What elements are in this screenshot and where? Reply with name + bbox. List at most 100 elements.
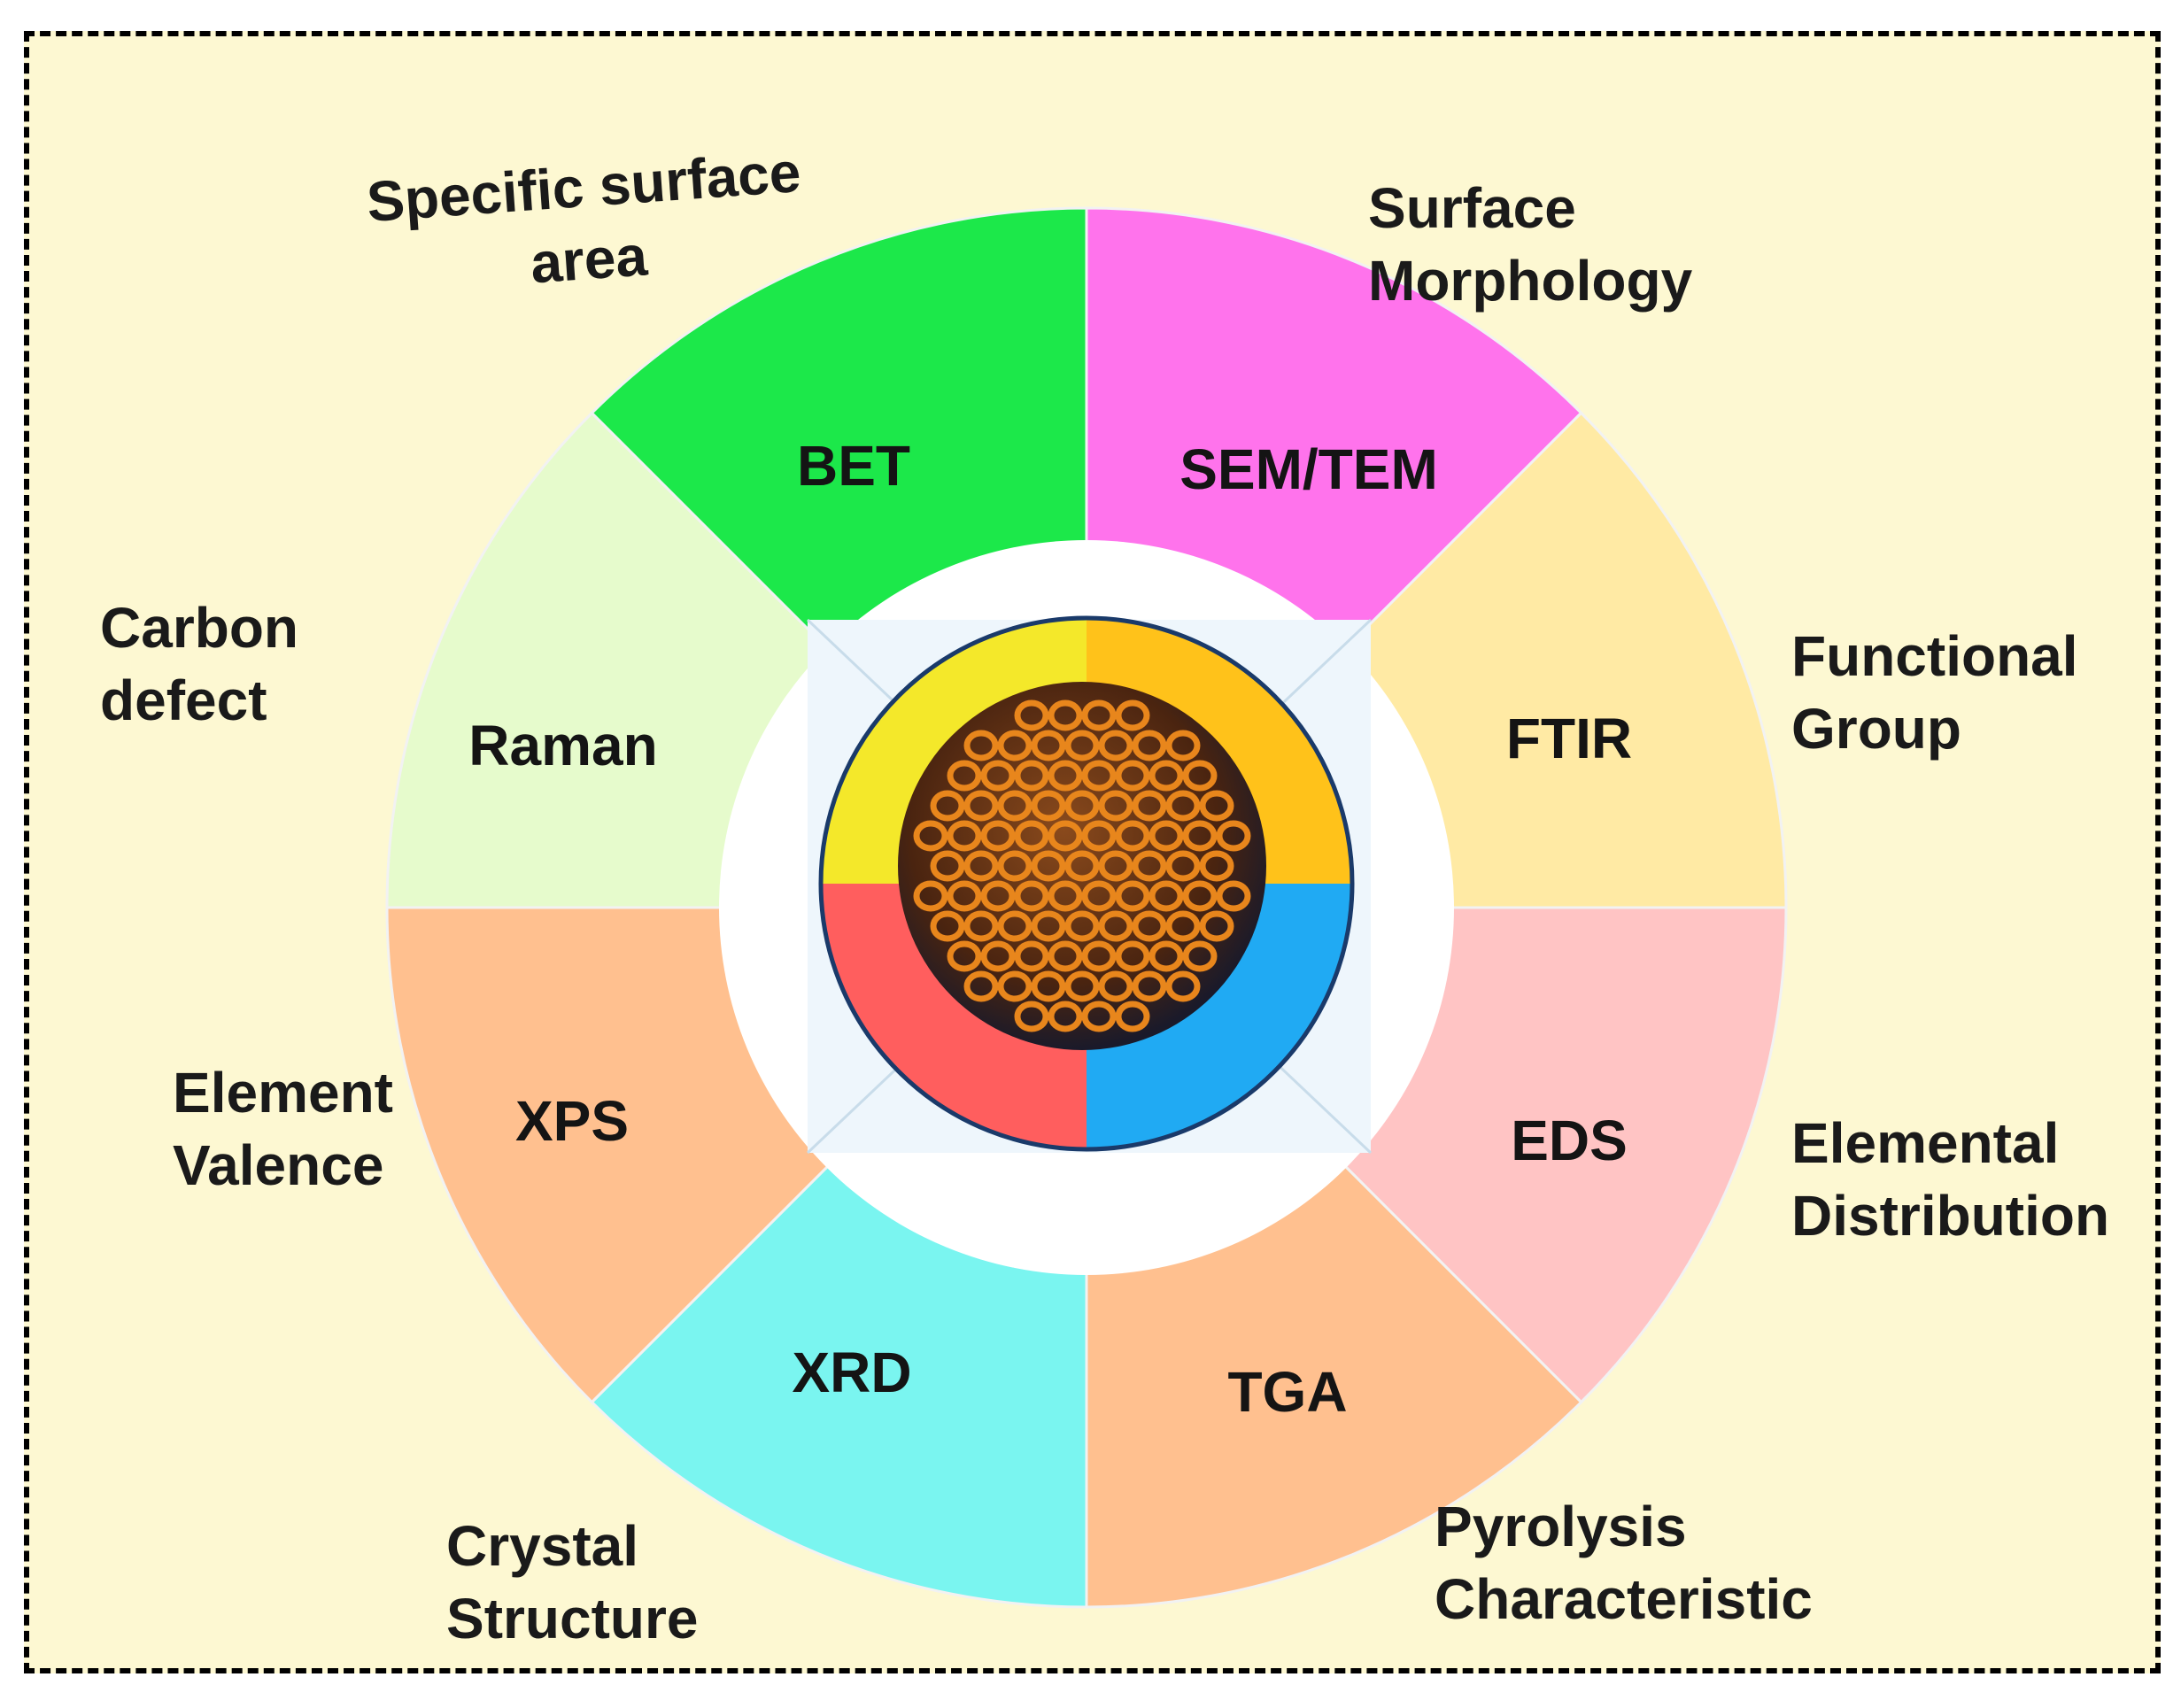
pore [1048,940,1083,972]
pore [963,730,999,761]
pore [1014,880,1049,912]
pore [930,910,965,942]
pore [947,760,982,792]
pore [1115,940,1150,972]
pore [1048,880,1083,912]
pore [1031,730,1066,761]
pore [1064,790,1100,822]
label-carbon-defect: Carbon defect [100,596,298,732]
segment-label-xrd: XRD [792,1341,911,1404]
pore [1115,880,1150,912]
pore [1132,970,1167,1002]
pore [1031,850,1066,882]
pore [1081,699,1117,731]
pore [1165,790,1201,822]
pore [1031,790,1066,822]
pore [963,910,999,942]
pore [1048,760,1083,792]
pore [1081,760,1117,792]
segment-label-xps: XPS [515,1089,629,1153]
pore [1081,940,1117,972]
pore [947,940,982,972]
pore [980,820,1016,852]
label-crystal-structure: Crystal Structure [446,1514,699,1650]
label-functional-group: Functional Group [1791,624,2078,761]
segment-label-sem-tem: SEM/TEM [1179,437,1438,501]
pore [1165,850,1201,882]
pore [997,970,1032,1002]
pore [1098,850,1133,882]
pore [1132,790,1167,822]
pore [980,760,1016,792]
pore [1199,910,1234,942]
pore [1149,760,1184,792]
pore [1048,1001,1083,1032]
label-pyrolysis-characteristic: Pyrolysis Characteristic [1435,1495,1813,1631]
label-element-valence: Element Valence [173,1061,393,1197]
pore [1132,730,1167,761]
pore [1098,790,1133,822]
pore [997,850,1032,882]
pore [1098,970,1133,1002]
pore [1064,850,1100,882]
pore [1048,820,1083,852]
pore [1064,910,1100,942]
pore [1014,1001,1049,1032]
pore [980,940,1016,972]
pore [1081,1001,1117,1032]
pore [930,790,965,822]
pore [1064,730,1100,761]
pore [1216,820,1251,852]
pore [913,880,948,912]
pore [1081,880,1117,912]
pore [997,910,1032,942]
segment-label-raman: Raman [468,714,657,777]
label-surface-morphology: Surface Morphology [1368,176,1693,313]
pore [913,820,948,852]
segment-label-eds: EDS [1511,1109,1628,1172]
pore [1115,820,1150,852]
pore [1182,940,1218,972]
pore [1149,940,1184,972]
pore [1098,910,1133,942]
segment-label-tga: TGA [1227,1360,1347,1424]
pore [1115,699,1150,731]
pore [997,790,1032,822]
pore [963,790,999,822]
pore [1064,970,1100,1002]
pore [1098,730,1133,761]
pore [1031,970,1066,1002]
pore [1182,760,1218,792]
pore [1132,850,1167,882]
pore [1149,820,1184,852]
pore [1165,910,1201,942]
pore [1149,880,1184,912]
pore [930,850,965,882]
pore [1048,699,1083,731]
pore [1014,760,1049,792]
porous-carbon-particle-image [806,615,1373,1155]
label-elemental-distribution: Elemental Distribution [1791,1111,2110,1248]
pore [1182,880,1218,912]
pore [1165,730,1201,761]
pore [963,850,999,882]
segment-label-ftir: FTIR [1506,707,1632,770]
pore [1182,820,1218,852]
pore [963,970,999,1002]
pore [1014,940,1049,972]
pore [1132,910,1167,942]
pore [1081,820,1117,852]
pore [1014,699,1049,731]
pore [1199,790,1234,822]
pore [1031,910,1066,942]
pore [947,820,982,852]
pore [1014,820,1049,852]
segment-label-bet: BET [797,434,910,498]
pore [947,880,982,912]
pore [1165,970,1201,1002]
pore [997,730,1032,761]
pore [1216,880,1251,912]
pore [1115,760,1150,792]
